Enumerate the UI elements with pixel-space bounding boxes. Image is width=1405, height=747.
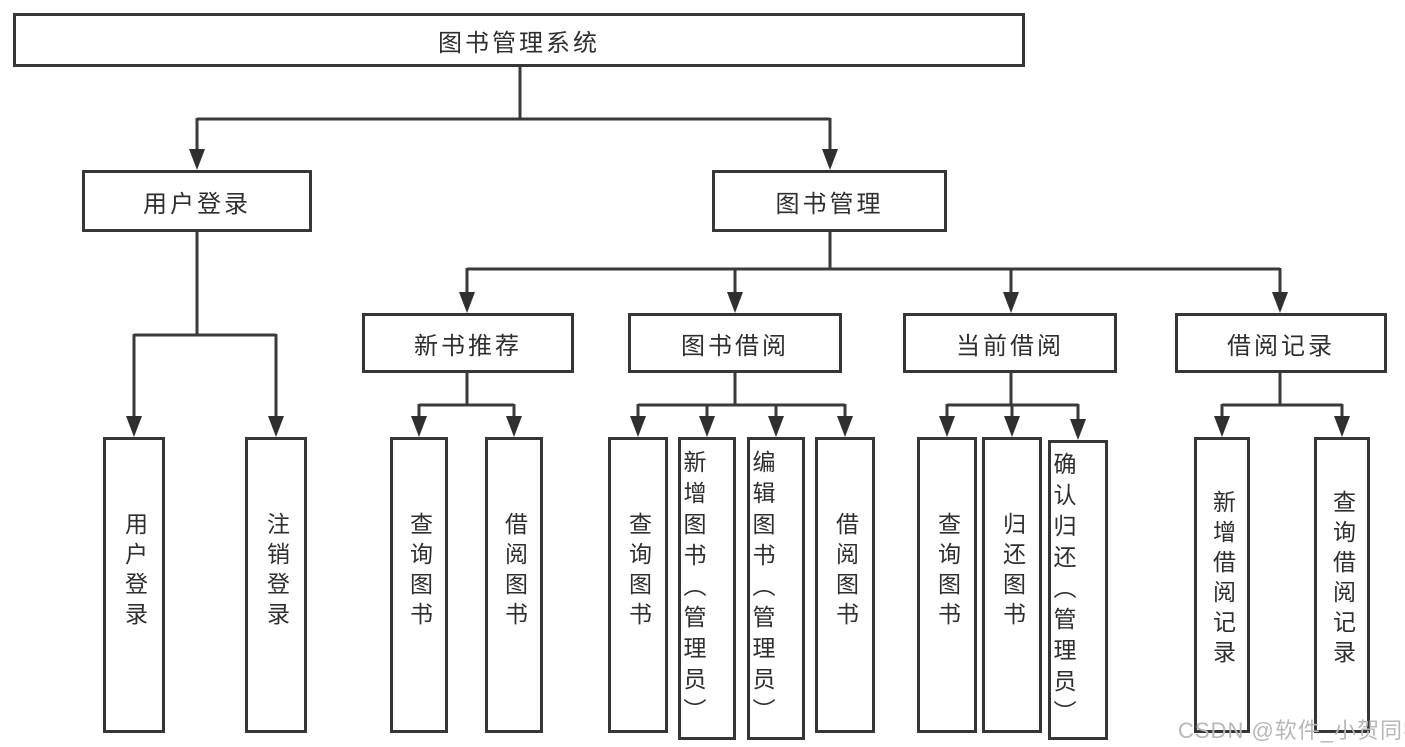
node-book-borrow: 图书借阅 [628,313,842,373]
node-current-borrow-label: 当前借阅 [956,332,1064,360]
node-book-management-label: 图书管理 [775,190,884,218]
leaf-borrow-book-1: 借阅图书 [485,437,543,733]
leaf-query-book-1-label: 查询图书 [406,512,433,632]
leaf-query-book-3: 查询图书 [917,437,977,733]
leaf-query-borrow-record: 查询借阅记录 [1314,437,1370,733]
leaf-add-borrow-record: 新增借阅记录 [1194,437,1250,733]
leaf-add-book-admin: 新增图书（管理员） [678,437,736,740]
node-borrow-records-label: 借阅记录 [1227,332,1335,360]
leaf-query-book-2: 查询图书 [608,437,668,733]
node-book-borrow-label: 图书借阅 [681,332,789,360]
leaf-user-login: 用户登录 [103,437,165,733]
leaf-borrow-book-2-label: 借阅图书 [832,512,859,632]
leaf-borrow-book-1-label: 借阅图书 [501,512,528,632]
leaf-logout-label: 注销登录 [263,512,290,632]
arrowhead-icons [126,149,1350,440]
leaf-confirm-return-admin: 确认归还（管理员） [1048,440,1108,740]
leaf-add-borrow-record-label: 新增借阅记录 [1209,490,1236,670]
leaf-query-book-1: 查询图书 [390,437,448,733]
leaf-query-borrow-record-label: 查询借阅记录 [1329,490,1356,670]
leaf-edit-book-admin-label: 编辑图书（管理员） [749,450,775,729]
node-root-system: 图书管理系统 [13,13,1025,67]
node-root-label: 图书管理系统 [438,29,600,57]
node-borrow-records: 借阅记录 [1175,313,1387,373]
node-user-login: 用户登录 [82,170,312,232]
leaf-edit-book-admin: 编辑图书（管理员） [747,437,805,740]
node-new-book-recommend-label: 新书推荐 [414,332,522,360]
node-user-login-label: 用户登录 [143,190,251,218]
leaf-user-login-label: 用户登录 [121,512,148,632]
leaf-return-book-label: 归还图书 [999,512,1026,632]
node-book-management: 图书管理 [712,170,947,232]
leaf-confirm-return-admin-label: 确认归还（管理员） [1050,451,1076,731]
node-new-book-recommend: 新书推荐 [362,313,574,373]
leaf-query-book-2-label: 查询图书 [625,512,652,632]
leaf-query-book-3-label: 查询图书 [934,512,961,632]
node-current-borrow: 当前借阅 [903,313,1117,373]
leaf-add-book-admin-label: 新增图书（管理员） [680,450,706,729]
leaf-return-book: 归还图书 [982,437,1042,733]
csdn-watermark: CSDN @软件_小贺同学 [1178,718,1405,743]
leaf-logout: 注销登录 [245,437,307,733]
leaf-borrow-book-2: 借阅图书 [815,437,875,733]
